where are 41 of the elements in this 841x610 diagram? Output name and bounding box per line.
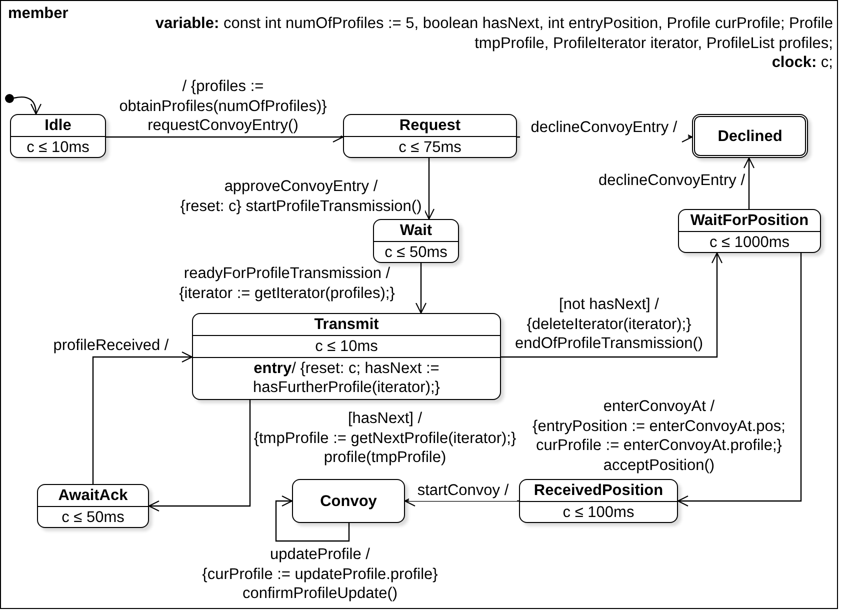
time-constraint: c ≤ 100ms: [520, 500, 677, 522]
time-constraint: c ≤ 50ms: [38, 506, 148, 528]
state-box: [343, 114, 517, 158]
initial-state-dot: [5, 94, 14, 103]
time-constraint: c ≤ 1000ms: [679, 230, 820, 252]
transition-arrow: [14, 96, 42, 115]
time-constraint: c ≤ 75ms: [344, 136, 516, 158]
time-constraint: c ≤ 50ms: [374, 240, 458, 262]
state-name: Transmit: [313, 315, 380, 335]
frame-title: member: [8, 4, 68, 23]
state-name: Request: [398, 116, 462, 136]
state-box: [192, 313, 501, 400]
variable-declaration: variable: const int numOfProfiles := 5, boolean hasNext, int entryPosition, Profile curProfile; Profile tmpProfile, ProfileIterator iterator, ProfileList profiles;: [154, 14, 833, 53]
transition-arrow: [743, 157, 755, 209]
transition-arrow: [275, 495, 350, 542]
state-box: [692, 114, 808, 158]
transition-arrow: [501, 252, 723, 358]
state-name: WaitForPosition: [689, 210, 810, 230]
transition-arrow: [415, 263, 427, 314]
edge-label: startConvoy /: [409, 481, 517, 500]
clock-declaration: clock: c;: [770, 53, 833, 72]
transition-arrow: [148, 400, 251, 512]
state-name: Convoy: [319, 492, 378, 512]
state-name: ReceivedPosition: [532, 480, 664, 500]
state-box: [519, 479, 678, 523]
state-box: [10, 114, 106, 158]
entry-action: entry/ {reset: c; hasNext := hasFurtherProfile(iterator);}: [193, 357, 500, 399]
state-name: AwaitAck: [57, 486, 129, 506]
transition-arrow: [92, 351, 193, 484]
transition-arrow: [423, 158, 435, 220]
state-name: Declined: [716, 126, 784, 146]
state-name: Idle: [44, 116, 72, 136]
transition-arrow: [677, 253, 802, 507]
edge-label: [hasNext] / {tmpProfile := getNextProfile(iterator);} profile(tmpProfile): [253, 409, 517, 468]
time-constraint: c ≤ 10ms: [11, 136, 105, 158]
state-box: [373, 219, 459, 263]
state-name: Wait: [398, 220, 434, 240]
state-box: [37, 484, 149, 528]
state-box: [292, 479, 405, 523]
state-box: [678, 209, 821, 253]
time-constraint: c ≤ 10ms: [193, 335, 500, 357]
